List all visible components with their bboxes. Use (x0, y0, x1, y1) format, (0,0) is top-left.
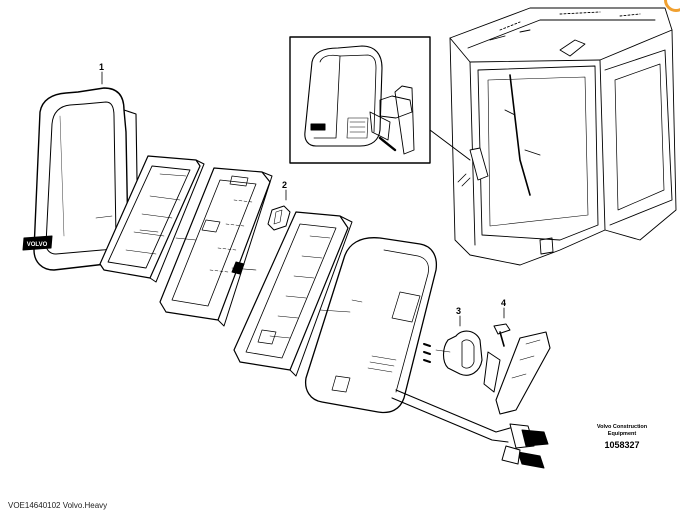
circuit-board (159, 167, 273, 327)
callout-3: 3 (456, 306, 461, 316)
part-2-clip (267, 189, 291, 231)
callout-1: 1 (99, 62, 104, 72)
cable-assembly (391, 389, 549, 469)
inset-logo-mark (310, 123, 326, 131)
part-1-front-bezel: VOLVO (22, 71, 139, 271)
brand-line-2: Equipment (607, 431, 637, 437)
assembly-axis-lines (95, 215, 451, 353)
callout-2: 2 (282, 180, 287, 190)
cab-outline (449, 7, 677, 266)
callout-4: 4 (501, 298, 506, 308)
corner-circle-icon (664, 0, 680, 12)
part-3-swivel-mount (423, 315, 483, 376)
image-caption: VOE14640102 Volvo.Heavy (8, 501, 108, 510)
brand-block: Volvo Construction Equipment 1058327 (590, 424, 654, 450)
drawing-number: 1058327 (604, 440, 640, 450)
svg-text:VOLVO: VOLVO (27, 242, 48, 248)
brand-line-1: Volvo Construction (596, 424, 648, 430)
display-panel (99, 155, 205, 283)
part-4-bolt-bracket (483, 307, 551, 415)
housing-frame (233, 211, 353, 377)
detail-inset (289, 36, 471, 164)
volvo-logo: VOLVO (22, 235, 53, 251)
rear-housing (304, 237, 438, 414)
